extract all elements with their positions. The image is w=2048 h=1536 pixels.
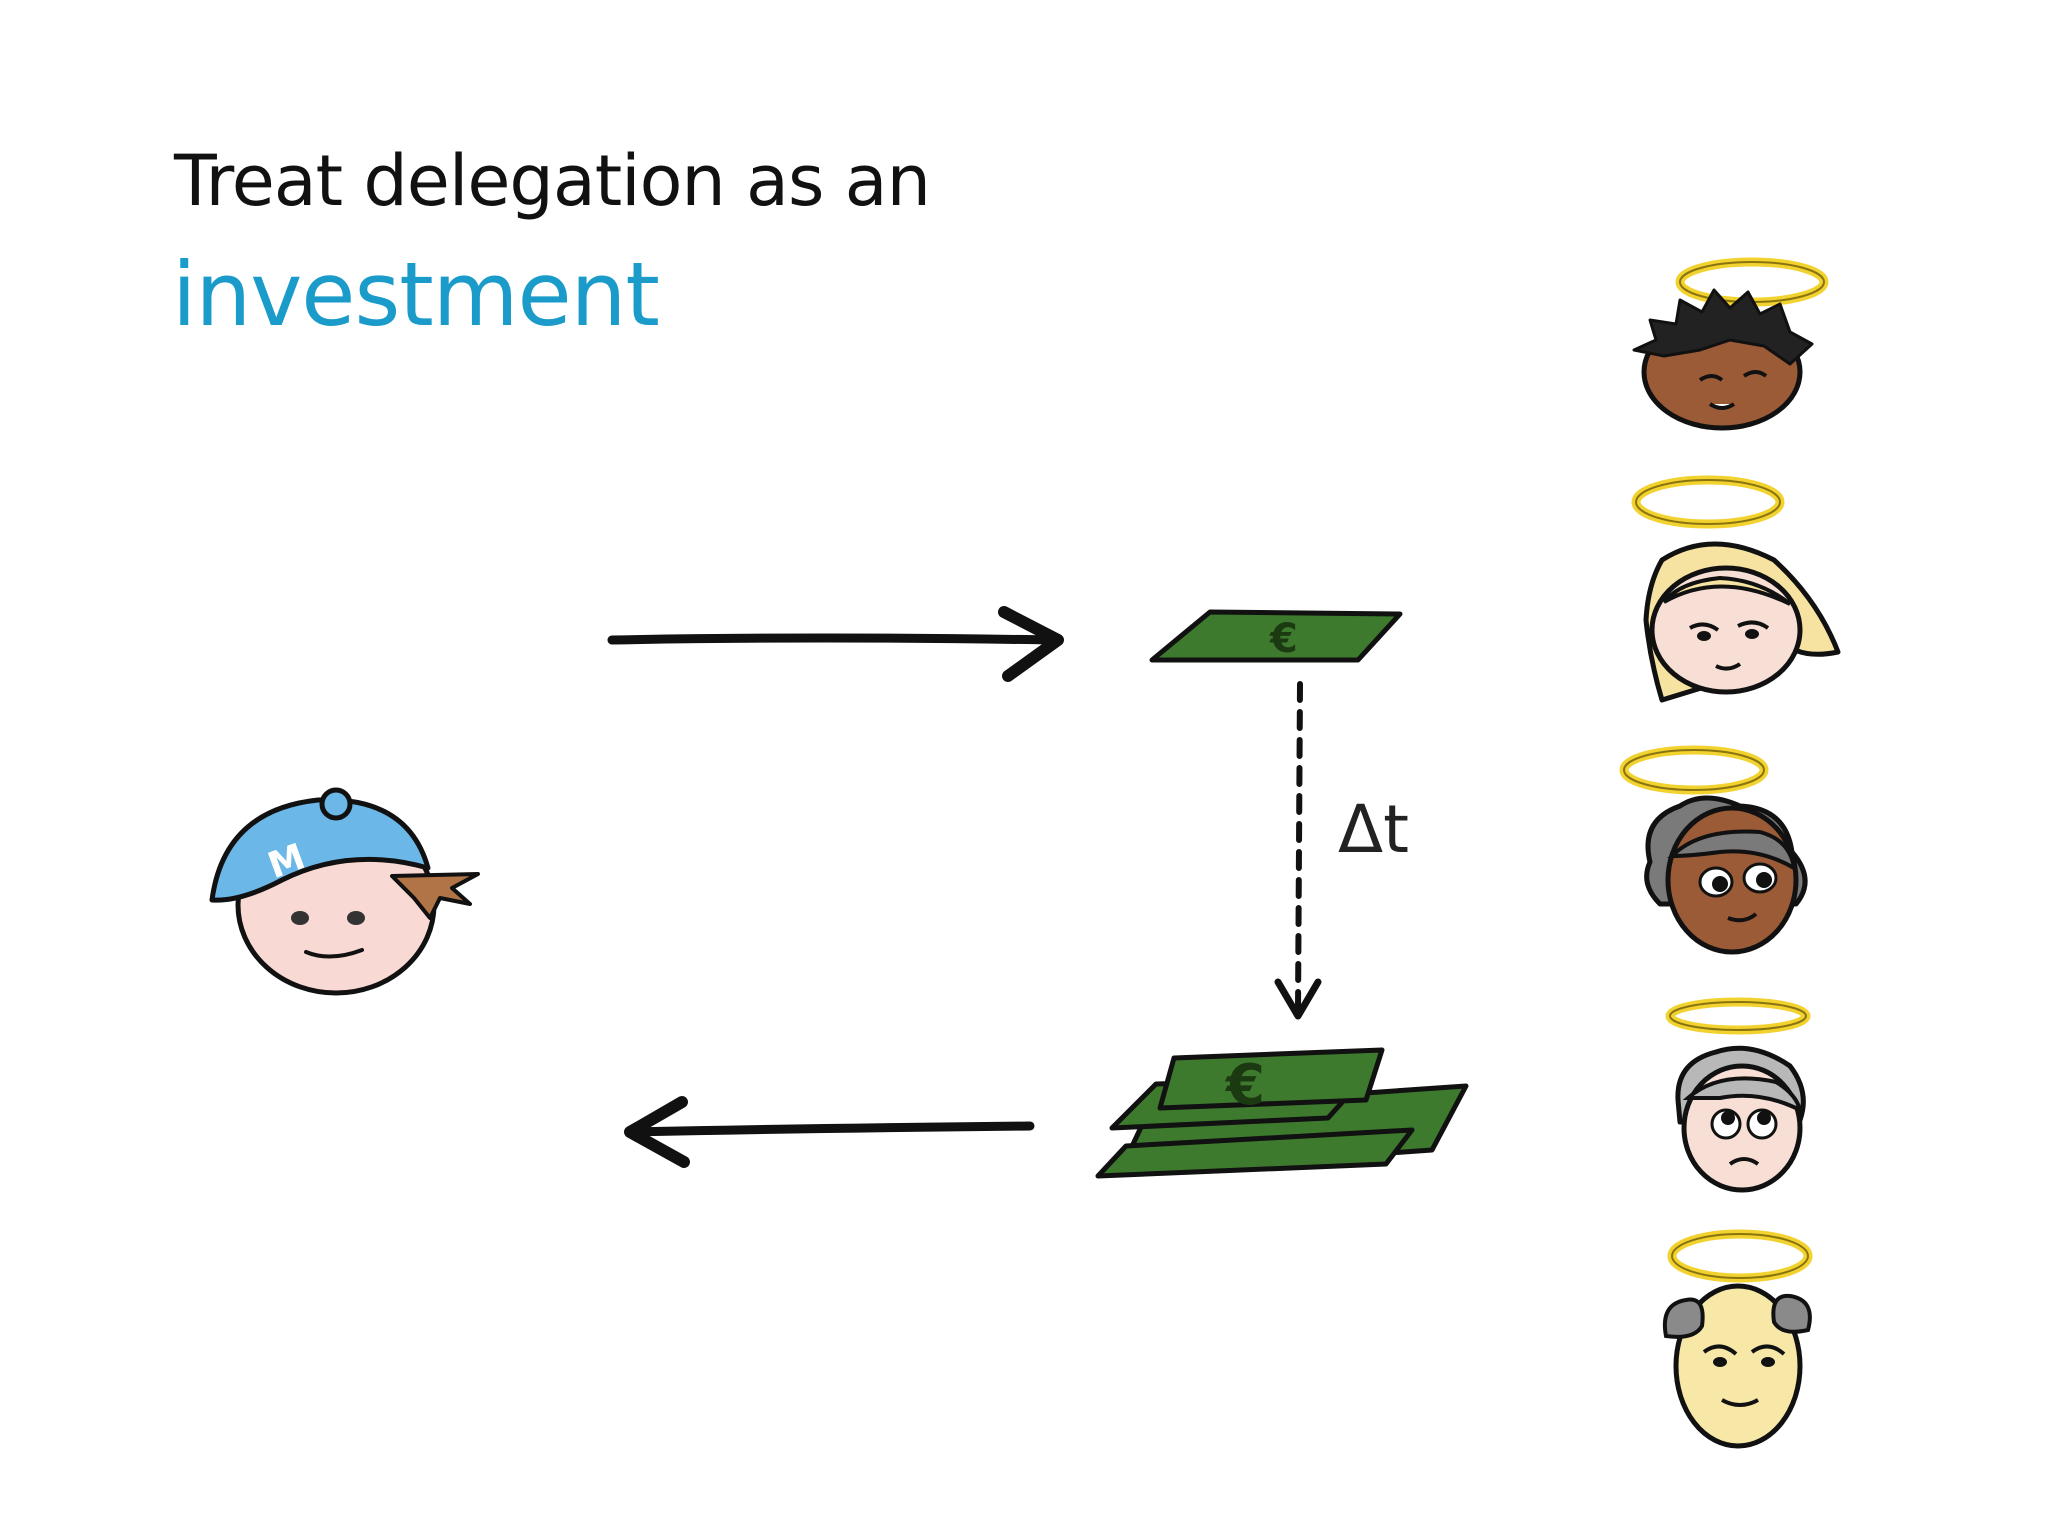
euro-symbol-small: € — [1269, 616, 1298, 662]
time-arrow — [1274, 681, 1322, 1020]
euro-bill-stack-icon: € — [1095, 1047, 1469, 1179]
slide-title-highlight: investment — [172, 243, 660, 346]
delegate-arrow — [607, 606, 1064, 682]
angel-face-icon — [1665, 997, 1811, 1193]
angel-face-icon — [1663, 1229, 1813, 1449]
angel-face-icon — [1619, 745, 1808, 955]
euro-bill-icon: € — [1149, 609, 1403, 663]
euro-symbol-large: € — [1224, 1053, 1265, 1118]
angel-face-icon — [1631, 475, 1841, 703]
delta-t-label: Δt — [1338, 791, 1409, 868]
return-arrow — [624, 1096, 1035, 1168]
manager-face-icon: M — [209, 787, 480, 996]
slide-title: Treat delegation as an — [174, 140, 931, 222]
angel-face-icon — [1632, 257, 1829, 431]
